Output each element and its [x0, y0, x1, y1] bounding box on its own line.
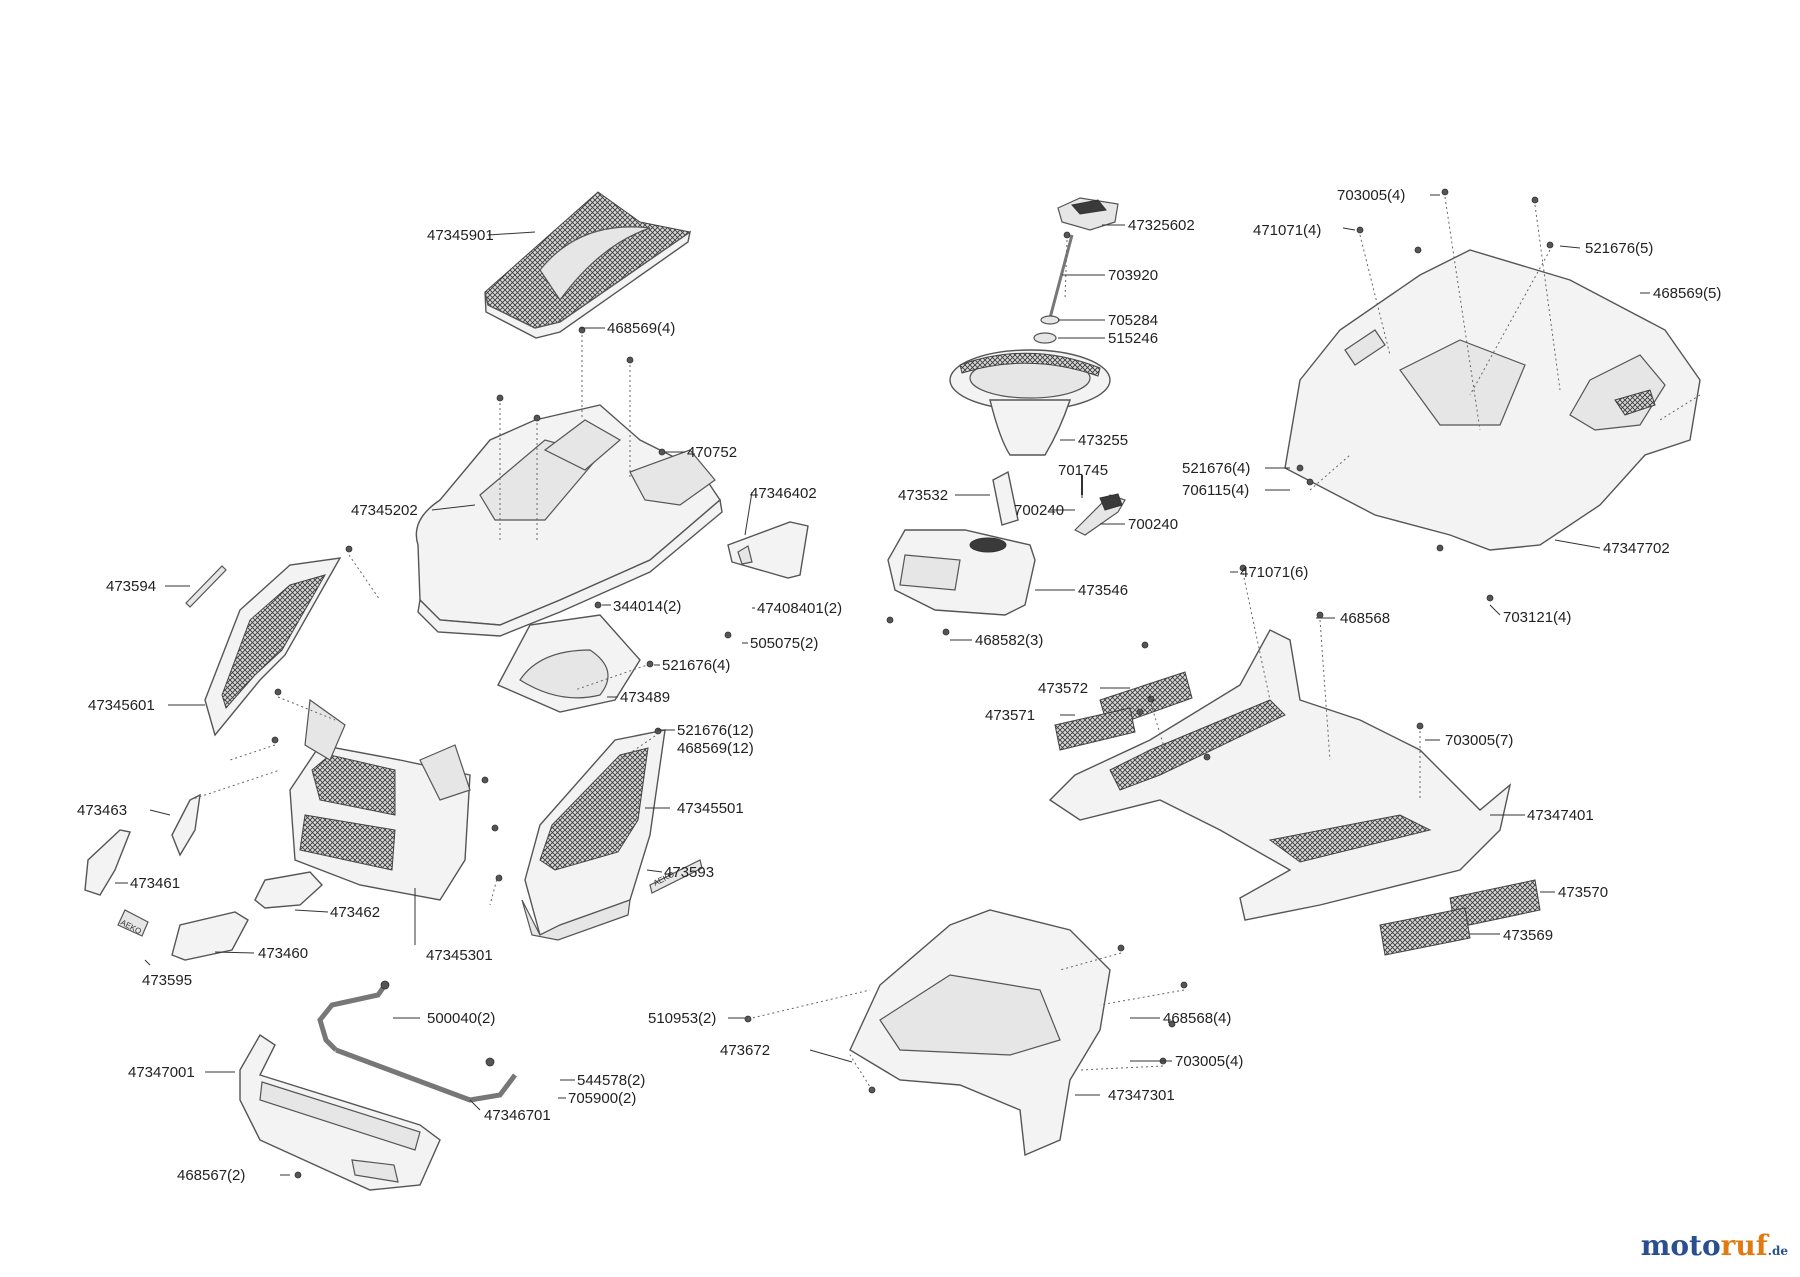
watermark-logo: motoruf.de	[1641, 1229, 1788, 1262]
part-number-labels: 47345901 468569(4) 470752 47345202 47346…	[77, 187, 1721, 1184]
part-dashboard	[887, 529, 1036, 616]
label-521676-5: 521676(5)	[1585, 240, 1653, 257]
label-47347301: 47347301	[1108, 1087, 1175, 1104]
label-700240-a: 700240	[1014, 502, 1064, 519]
part-steering-wheel	[949, 349, 1111, 456]
label-473489: 473489	[620, 689, 670, 706]
label-510953-2: 510953(2)	[648, 1010, 716, 1027]
label-468568-4: 468568(4)	[1163, 1010, 1231, 1027]
label-468569-12: 468569(12)	[677, 740, 754, 757]
label-473593: 473593	[664, 864, 714, 881]
label-473569: 473569	[1503, 927, 1553, 944]
label-471071-6: 471071(6)	[1240, 564, 1308, 581]
watermark-brand-a: moto	[1640, 1229, 1721, 1262]
fastener-screws	[271, 188, 1554, 1179]
label-515246: 515246	[1108, 330, 1158, 347]
label-473571: 473571	[985, 707, 1035, 724]
callout-leader-lines	[115, 194, 1650, 1176]
label-505075-2: 505075(2)	[750, 635, 818, 652]
part-washers	[1033, 315, 1060, 344]
part-tray	[497, 614, 641, 713]
label-473572: 473572	[1038, 680, 1088, 697]
label-701745: 701745	[1058, 462, 1108, 479]
part-cover-473460	[171, 911, 249, 961]
label-47347401: 47347401	[1527, 807, 1594, 824]
part-cap-473462	[254, 871, 323, 909]
label-473255: 473255	[1078, 432, 1128, 449]
part-steering-cap	[1057, 197, 1119, 231]
label-700240-b: 700240	[1128, 516, 1178, 533]
label-703005-4-bottom: 703005(4)	[1175, 1053, 1243, 1070]
part-right-grille	[521, 729, 666, 941]
label-468569-5: 468569(5)	[1653, 285, 1721, 302]
label-521676-4-rear: 521676(4)	[1182, 460, 1250, 477]
part-side-panel-small	[727, 521, 809, 579]
label-705284: 705284	[1108, 312, 1158, 329]
label-47345601: 47345601	[88, 697, 155, 714]
watermark-brand-b: ruf	[1720, 1229, 1768, 1262]
label-703005-4-top: 703005(4)	[1337, 187, 1405, 204]
label-473594: 473594	[106, 578, 156, 595]
part-pedal	[1073, 493, 1126, 536]
part-hood-body	[415, 404, 723, 637]
part-front-bumper	[239, 1034, 441, 1191]
label-473460: 473460	[258, 945, 308, 962]
label-47346402: 47346402	[750, 485, 817, 502]
part-pedal-mats	[1054, 671, 1541, 956]
part-hood-mesh-cover	[484, 191, 692, 339]
part-steering-shaft	[992, 470, 1019, 526]
label-473672: 473672	[720, 1042, 770, 1059]
label-47345301: 47345301	[426, 947, 493, 964]
part-floor-panel	[1048, 629, 1512, 921]
label-521676-4-front: 521676(4)	[662, 657, 730, 674]
label-470752: 470752	[687, 444, 737, 461]
label-468567-2: 468567(2)	[177, 1167, 245, 1184]
part-rear-fender	[1284, 249, 1701, 551]
part-bracket-473463	[171, 793, 201, 857]
label-47346701: 47346701	[484, 1107, 551, 1124]
label-471071-4: 471071(4)	[1253, 222, 1321, 239]
label-544578-2: 544578(2)	[577, 1072, 645, 1089]
label-468582-3: 468582(3)	[975, 632, 1043, 649]
label-47345901: 47345901	[427, 227, 494, 244]
label-47408401-2: 47408401(2)	[757, 600, 842, 617]
part-strip-473594	[185, 565, 227, 608]
label-703005-7: 703005(7)	[1445, 732, 1513, 749]
label-47347001: 47347001	[128, 1064, 195, 1081]
part-steering-rod	[1048, 234, 1074, 319]
part-inner-fender	[849, 909, 1111, 1157]
label-47345202: 47345202	[351, 502, 418, 519]
part-left-grille	[204, 557, 342, 737]
label-473463: 473463	[77, 802, 127, 819]
label-521676-12: 521676(12)	[677, 722, 754, 739]
label-500040-2: 500040(2)	[427, 1010, 495, 1027]
part-corner-473461	[84, 829, 131, 896]
label-703121-4: 703121(4)	[1503, 609, 1571, 626]
label-473595: 473595	[142, 972, 192, 989]
label-47325602: 47325602	[1128, 217, 1195, 234]
label-705900-2: 705900(2)	[568, 1090, 636, 1107]
label-47347702: 47347702	[1603, 540, 1670, 557]
label-706115-4: 706115(4)	[1182, 482, 1249, 499]
label-473462: 473462	[330, 904, 380, 921]
label-473546: 473546	[1078, 582, 1128, 599]
label-344014-2: 344014(2)	[613, 598, 681, 615]
label-47345501: 47345501	[677, 800, 744, 817]
part-emblem: AEKO	[117, 909, 149, 937]
label-468568: 468568	[1340, 610, 1390, 627]
part-front-grille	[289, 698, 471, 901]
label-473532: 473532	[898, 487, 948, 504]
part-bumper-bar	[317, 983, 517, 1103]
assembly-guide-lines	[189, 196, 1701, 1091]
label-473570: 473570	[1558, 884, 1608, 901]
label-703920: 703920	[1108, 267, 1158, 284]
label-468569-4: 468569(4)	[607, 320, 675, 337]
watermark-tld: .de	[1767, 1244, 1788, 1258]
label-473461: 473461	[130, 875, 180, 892]
